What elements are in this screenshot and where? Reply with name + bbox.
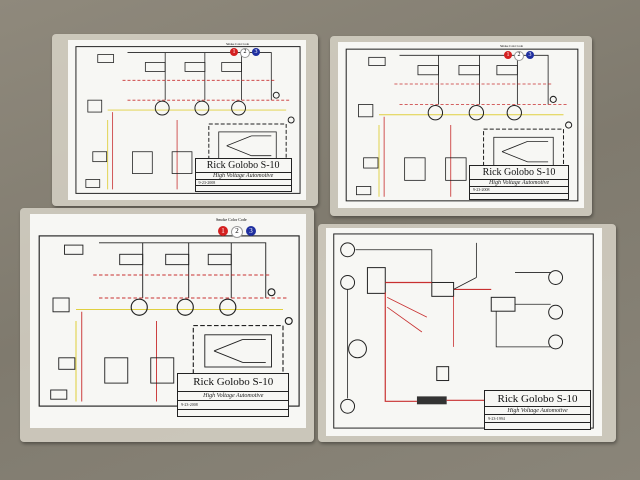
legend-label: Smoke Color Code [500, 44, 523, 48]
code-1-badge: 1 [218, 226, 228, 236]
title-block: Rick Golobo S-10 High Voltage Automotive… [468, 164, 570, 200]
date: 9-23-2008 [198, 180, 216, 186]
date: 9-23-2008 [472, 187, 490, 193]
title: Rick Golobo S-10 [497, 392, 578, 405]
wiring-diagram-4: Rick Golobo S-10 High Voltage Automotive… [326, 228, 602, 436]
code-2-badge: 2 [514, 51, 524, 61]
code-2-badge: 2 [240, 48, 250, 58]
title-block: Rick Golobo S-10 High Voltage Automotive… [484, 390, 591, 430]
title: Rick Golobo S-10 [206, 159, 280, 171]
code-3-badge: 3 [246, 226, 256, 236]
title-block: Rick Golobo S-10 High Voltage Automotive… [177, 372, 290, 418]
title: Rick Golobo S-10 [482, 166, 556, 178]
wiring-diagram-1: 1 2 3 Smoke Color Code Rick Golobo S-10 … [68, 40, 306, 200]
laminated-sheet-1: 1 2 3 Smoke Color Code Rick Golobo S-10 … [52, 34, 318, 206]
code-1-badge: 1 [230, 48, 238, 56]
laminated-sheet-2: 1 2 3 Smoke Color Code Rick Golobo S-10 … [330, 36, 592, 216]
code-3-badge: 3 [252, 48, 260, 56]
legend-label: Smoke Color Code [226, 42, 249, 46]
code-2-badge: 2 [231, 226, 243, 238]
wiring-diagram-3: 1 2 3 Smoke Color Code Rick Golobo S-10 … [30, 214, 306, 428]
legend-label: Smoke Color Code [216, 217, 247, 222]
date: 9-23-2008 [181, 402, 198, 408]
author: High Voltage Automotive [203, 393, 264, 399]
author: High Voltage Automotive [507, 407, 568, 414]
date: 9-23-1994 [488, 416, 505, 422]
author: High Voltage Automotive [213, 172, 274, 179]
laminated-sheet-3: 1 2 3 Smoke Color Code Rick Golobo S-10 … [20, 208, 314, 442]
wiring-diagram-2: 1 2 3 Smoke Color Code Rick Golobo S-10 … [338, 42, 584, 208]
author: High Voltage Automotive [488, 179, 550, 186]
code-3-badge: 3 [526, 51, 534, 59]
laminated-sheet-4: Rick Golobo S-10 High Voltage Automotive… [318, 224, 616, 442]
title-block: Rick Golobo S-10 High Voltage Automotive… [194, 158, 292, 192]
title: Rick Golobo S-10 [193, 376, 274, 389]
code-1-badge: 1 [504, 51, 512, 59]
